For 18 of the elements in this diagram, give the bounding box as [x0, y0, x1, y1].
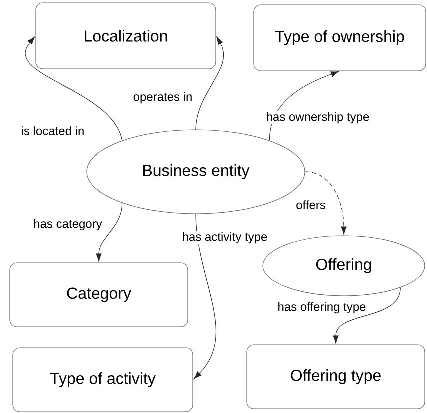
arrow: [25, 36, 123, 142]
concept-box: Type of ownership: [254, 4, 426, 72]
concept-box: Type of activity: [12, 348, 194, 412]
concept-box: Localization: [36, 2, 216, 70]
concept-box: Offering type: [246, 344, 426, 410]
concept-box: Category: [10, 262, 188, 328]
edge-label: operates in: [132, 91, 194, 105]
arrow: [196, 36, 224, 130]
edge-label: has ownership type: [265, 111, 371, 125]
arrow: [333, 287, 401, 344]
edge-label: has activity type: [181, 231, 269, 245]
arrow: [194, 214, 217, 380]
arrow: [96, 202, 123, 262]
edge-label: has offering type: [276, 301, 368, 315]
arrow: [269, 71, 339, 142]
edge-label: is located in: [20, 126, 86, 136]
arrow: [305, 172, 347, 235]
edge-label: has category: [32, 218, 104, 232]
